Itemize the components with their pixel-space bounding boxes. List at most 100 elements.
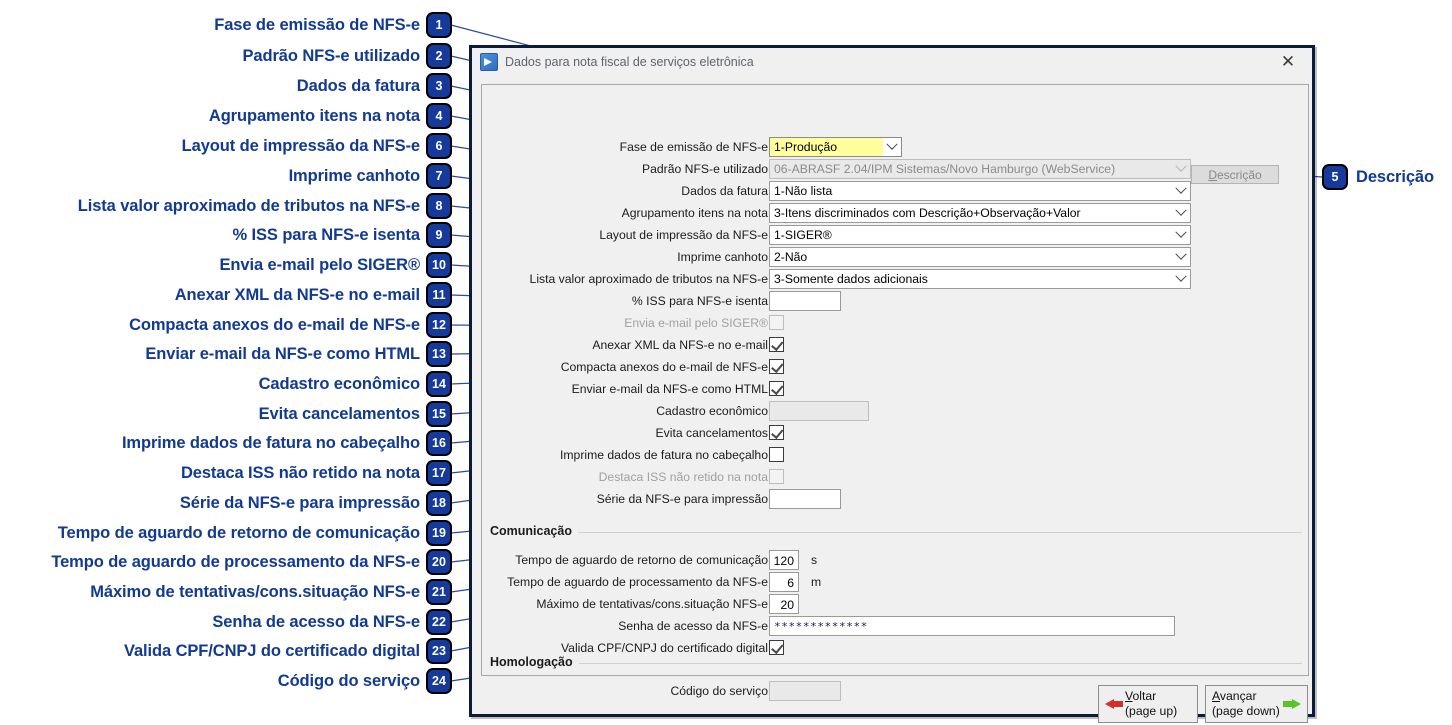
combo-value: 2-Não xyxy=(774,250,808,264)
input-tempo_processamento[interactable]: 6 xyxy=(769,572,799,592)
checkbox-destaca_iss xyxy=(769,469,784,484)
annotation-badge: 4 xyxy=(426,103,452,129)
back-button[interactable]: Voltar (page up) xyxy=(1098,685,1198,723)
combo-imprime_canhoto[interactable]: 2-Não xyxy=(769,247,1191,267)
unit-tempo_retorno: s xyxy=(811,553,818,567)
field-label: Padrão NFS-e utilizado xyxy=(642,162,768,176)
annotation-badge: 10 xyxy=(426,252,452,278)
input-value xyxy=(770,402,868,404)
back-button-hint: (page up) xyxy=(1125,704,1178,718)
next-button-label: Avançar xyxy=(1212,689,1257,703)
checkbox-envia_email_siger xyxy=(769,315,784,330)
field-label: Anexar XML da NFS-e no e-mail xyxy=(592,338,768,352)
next-button[interactable]: Avançar (page down) xyxy=(1205,685,1308,723)
annotation-badge: 13 xyxy=(426,341,452,367)
checkbox-compacta_anexos[interactable] xyxy=(769,359,784,374)
chevron-down-icon[interactable] xyxy=(1172,226,1190,244)
annotation-label: Evita cancelamentos xyxy=(258,404,420,423)
input-value: ************* xyxy=(774,620,868,633)
annotation-label: Layout de impressão da NFS-e xyxy=(181,136,420,155)
annotation-badge: 21 xyxy=(426,579,452,605)
combo-dados_fatura[interactable]: 1-Não lista xyxy=(769,181,1191,201)
combo-value: 3-Itens discriminados com Descrição+Obse… xyxy=(774,206,1081,220)
annotation-badge: 22 xyxy=(426,609,452,635)
combo-agrupamento_itens[interactable]: 3-Itens discriminados com Descrição+Obse… xyxy=(769,203,1191,223)
chevron-down-icon[interactable] xyxy=(1172,204,1190,222)
checkbox-anexar_xml[interactable] xyxy=(769,337,784,352)
annotation-label: Padrão NFS-e utilizado xyxy=(242,46,421,65)
app-icon xyxy=(480,53,498,71)
combo-value: 1-Não lista xyxy=(774,184,833,198)
field-label: Compacta anexos do e-mail de NFS-e xyxy=(560,360,768,374)
combo-padrao_nfse: 06-ABRASF 2.04/IPM Sistemas/Novo Hamburg… xyxy=(769,159,1191,179)
close-icon[interactable]: ✕ xyxy=(1280,51,1296,72)
annotation-badge: 12 xyxy=(426,312,452,338)
field-label: % ISS para NFS-e isenta xyxy=(631,294,768,308)
field-label: Imprime canhoto xyxy=(677,250,768,264)
annotation-badge: 3 xyxy=(426,73,452,99)
checkbox-email_html[interactable] xyxy=(769,381,784,396)
next-button-hint: (page down) xyxy=(1212,704,1280,718)
input-value: 120 xyxy=(773,554,794,568)
input-iss_isenta[interactable] xyxy=(769,291,841,311)
input-tempo_retorno[interactable]: 120 xyxy=(769,550,799,570)
input-senha_acesso[interactable]: ************* xyxy=(769,616,1175,636)
dialog-title: Dados para nota fiscal de serviços eletr… xyxy=(505,55,754,69)
combo-value: 06-ABRASF 2.04/IPM Sistemas/Novo Hamburg… xyxy=(774,162,1116,176)
annotation-item: Imprime dados de fatura no cabeçalho 16 xyxy=(0,430,452,456)
combo-layout_impressao[interactable]: 1-SIGER® xyxy=(769,225,1191,245)
checkbox-evita_cancelamentos[interactable] xyxy=(769,425,784,440)
annotation-item: Código do serviço 24 xyxy=(0,668,452,694)
checkbox-imprime_fatura_cabecalho[interactable] xyxy=(769,447,784,462)
annotation-badge: 16 xyxy=(426,430,452,456)
group-comunicacao-title: Comunicação xyxy=(490,524,578,538)
combo-fase_emissao[interactable]: 1-Produção xyxy=(769,137,902,157)
input-value xyxy=(770,490,840,492)
annotation-label: Código do serviço xyxy=(277,671,420,690)
combo-lista_tributos[interactable]: 3-Somente dados adicionais xyxy=(769,269,1191,289)
annotation-badge: 18 xyxy=(426,490,452,516)
field-label: Dados da fatura xyxy=(681,184,768,198)
arrow-left-red-icon xyxy=(1105,696,1125,712)
field-label: Cadastro econômico xyxy=(656,404,768,418)
field-label: Senha de acesso da NFS-e xyxy=(618,619,768,633)
input-codigo_servico xyxy=(769,681,841,701)
chevron-down-icon[interactable] xyxy=(1172,270,1190,288)
annotation-badge: 20 xyxy=(426,549,452,575)
field-label: Envia e-mail pelo SIGER® xyxy=(624,316,768,330)
input-value: 20 xyxy=(780,598,794,612)
checkbox-valida_cpf_cnpj[interactable] xyxy=(769,640,784,655)
input-value: 6 xyxy=(787,576,794,590)
field-label: Layout de impressão da NFS-e xyxy=(599,228,768,242)
annotation-label: Tempo de aguardo de retorno de comunicaç… xyxy=(57,523,420,542)
chevron-down-icon[interactable] xyxy=(1172,248,1190,266)
input-serie_nfse[interactable] xyxy=(769,489,841,509)
field-label: Código do serviço xyxy=(670,684,768,698)
field-label: Máximo de tentativas/cons.situação NFS-e xyxy=(536,597,768,611)
annotation-label: Imprime dados de fatura no cabeçalho xyxy=(121,433,420,452)
annotation-item: Tempo de aguardo de retorno de comunicaç… xyxy=(0,520,452,546)
annotation-badge: 24 xyxy=(426,668,452,694)
field-label: Valida CPF/CNPJ do certificado digital xyxy=(560,641,768,655)
annotation-badge: 19 xyxy=(426,520,452,546)
annotation-label: Descrição xyxy=(1356,167,1434,186)
chevron-down-icon[interactable] xyxy=(1172,182,1190,200)
nfse-settings-dialog: Dados para nota fiscal de serviços eletr… xyxy=(469,45,1315,723)
unit-tempo_processamento: m xyxy=(811,575,822,589)
annotation-label: Valida CPF/CNPJ do certificado digital xyxy=(123,641,420,660)
chevron-down-icon xyxy=(1172,160,1190,178)
chevron-down-icon[interactable] xyxy=(883,138,901,156)
annotation-item: Máximo de tentativas/cons.situação NFS-e… xyxy=(0,579,452,605)
input-max_tentativas[interactable]: 20 xyxy=(769,594,799,614)
